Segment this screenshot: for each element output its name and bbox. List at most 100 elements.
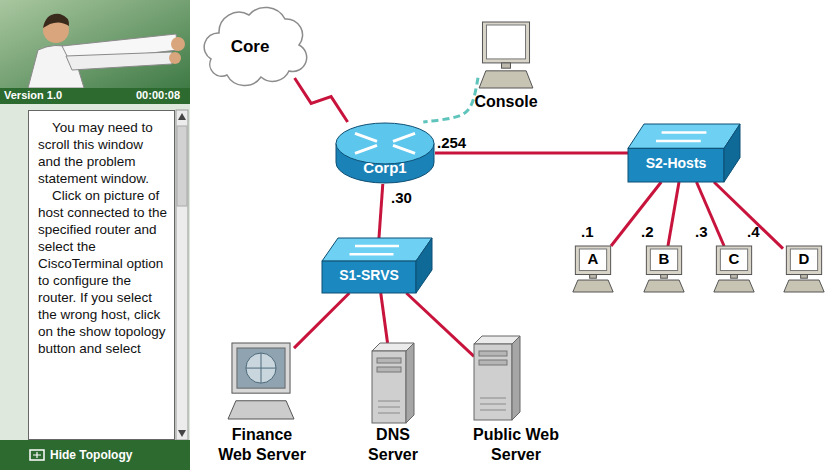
drive-bay <box>479 360 507 365</box>
figure-hand <box>169 52 181 64</box>
tower-side <box>406 343 414 423</box>
tower-side <box>512 336 520 420</box>
host-pc: D <box>783 246 825 292</box>
keyboard <box>573 280 613 292</box>
keyboard <box>644 280 684 292</box>
core-cloud: Core <box>196 4 304 78</box>
monitor-neck <box>661 275 668 279</box>
device-label: Finance Web Server <box>216 425 308 465</box>
vent-lines <box>378 401 400 413</box>
drive-bay <box>377 358 401 363</box>
instruction-box: You may need to scroll this window and t… <box>28 110 175 440</box>
switch-side <box>724 124 740 182</box>
ethernet-link <box>611 182 661 246</box>
device-label: D <box>787 250 821 269</box>
web-server: Public Web Server <box>474 336 520 420</box>
panel-body <box>0 104 190 440</box>
keyboard <box>784 280 824 292</box>
device-label: Console <box>461 92 551 112</box>
monitor-neck <box>801 275 808 279</box>
device-label: Public Web Server <box>466 425 566 465</box>
screen <box>237 348 285 388</box>
cloud-outline <box>204 7 307 85</box>
interface-address: .30 <box>391 189 412 206</box>
device-label: Core <box>210 36 290 57</box>
switch-front <box>322 261 416 293</box>
interface-address: .1 <box>581 223 594 240</box>
monitor-neck <box>590 275 597 279</box>
router-top <box>336 123 434 164</box>
ethernet-link <box>668 182 679 246</box>
ethernet-link <box>714 182 783 249</box>
monitor <box>482 22 529 63</box>
tower-front <box>372 351 406 423</box>
switch: S1-SRVS <box>322 238 432 293</box>
scroll-up-arrow <box>178 113 186 120</box>
topology-icon <box>30 450 44 460</box>
scrollbar-thumb <box>177 126 187 206</box>
dns-server-icon <box>372 343 414 423</box>
monitor <box>786 246 821 275</box>
tower-front <box>474 344 512 420</box>
monitor-neck <box>731 275 738 279</box>
device-label: S1-SRVS <box>322 267 416 285</box>
keyboard <box>479 71 533 88</box>
web-server-icon <box>228 343 294 419</box>
host-pc: B <box>643 246 685 292</box>
router-arrows <box>355 133 415 153</box>
topology-icon <box>33 452 41 458</box>
serial-link <box>295 78 348 122</box>
scroll-down-arrow <box>178 430 186 437</box>
globe <box>246 353 276 383</box>
interface-address: .254 <box>437 134 466 151</box>
monitor <box>575 246 610 275</box>
host-pc: A <box>572 246 614 292</box>
monitor <box>716 246 751 275</box>
switch-arrows <box>350 246 400 254</box>
device-label: S2-Hosts <box>628 155 724 173</box>
vent-lines <box>480 398 506 410</box>
screen <box>486 25 525 59</box>
monitor <box>232 343 290 393</box>
figure-hand <box>171 37 185 51</box>
status-bar <box>0 88 190 104</box>
bottom-bar <box>0 440 190 470</box>
banner-image <box>0 0 190 88</box>
ethernet-link <box>381 293 388 343</box>
web-server: Finance Web Server <box>228 343 294 419</box>
ethernet-link <box>294 293 349 348</box>
drive-bay <box>479 351 507 356</box>
switch-top <box>628 124 740 148</box>
keyboard <box>228 401 294 419</box>
figure-hair <box>43 14 69 28</box>
device-label: C <box>717 250 751 269</box>
ethernet-link <box>435 152 628 155</box>
device-label: B <box>647 250 681 269</box>
monitor <box>646 246 681 275</box>
drive-bay <box>377 367 401 372</box>
figure-arm <box>66 52 172 70</box>
interface-address: .3 <box>695 223 708 240</box>
switch-icon <box>628 124 740 182</box>
host-pc: C <box>713 246 755 292</box>
device-label: DNS Server <box>363 425 423 465</box>
web-server-icon <box>474 336 520 420</box>
ethernet-link <box>406 293 474 356</box>
scrollbar <box>176 110 188 440</box>
device-label: A <box>576 250 610 269</box>
switch: S2-Hosts <box>628 124 740 182</box>
globe-lines <box>246 353 276 383</box>
interface-address: .4 <box>747 223 760 240</box>
console-pc-icon <box>478 22 534 88</box>
panel-label: Hide Topology <box>50 448 132 462</box>
dns-server: DNS Server <box>372 343 414 423</box>
panel-label: Version 1.0 <box>4 89 62 101</box>
keyboard <box>714 280 754 292</box>
monitor-neck <box>502 63 511 68</box>
ethernet-link <box>379 184 383 238</box>
instruction-text: Click on picture of host connected to th… <box>38 187 168 357</box>
instruction-text: You may need to scroll this window and t… <box>38 119 168 187</box>
switch-side <box>416 238 432 293</box>
router: Corp1 <box>335 122 435 184</box>
